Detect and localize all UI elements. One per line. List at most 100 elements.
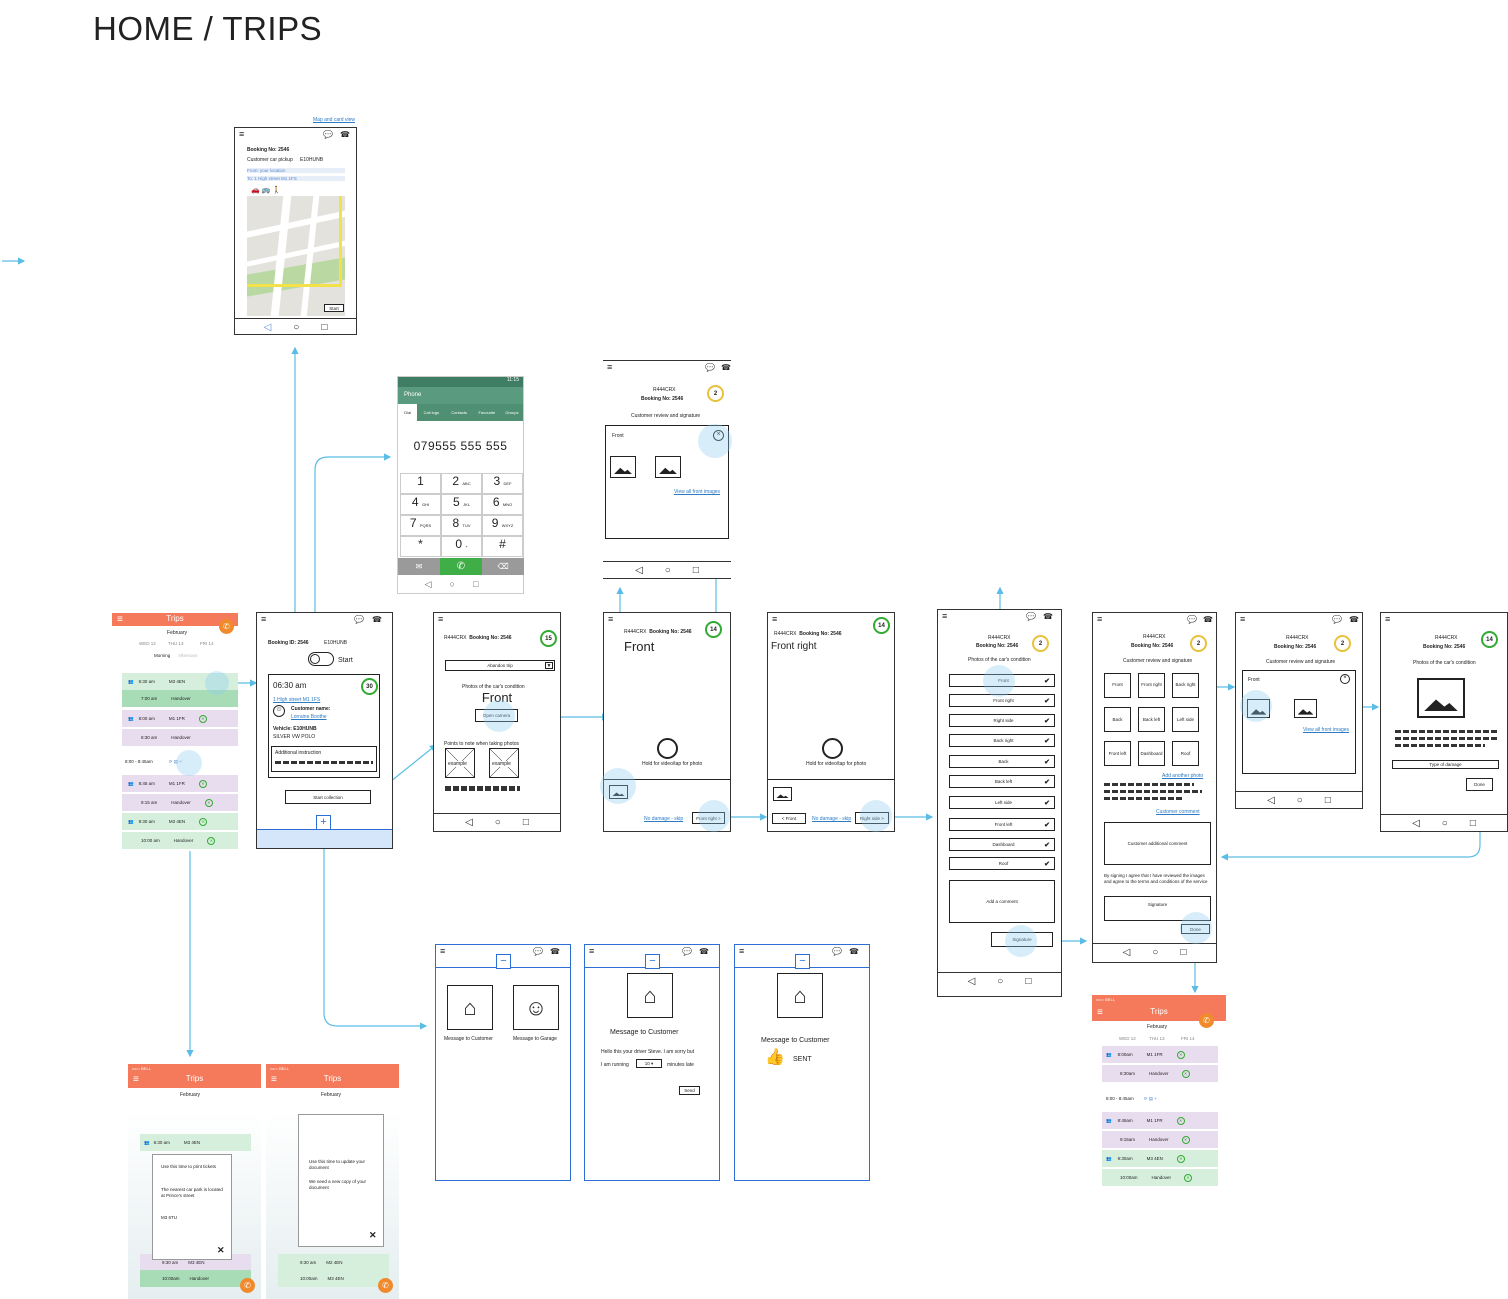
recent-icon[interactable]: □ — [1025, 976, 1032, 987]
chat-icon[interactable]: 💬 — [323, 130, 333, 139]
message-garage-option[interactable]: Message to Garage — [513, 1036, 557, 1042]
phone-icon[interactable]: ☎ — [849, 947, 859, 956]
view-all-front-link[interactable]: View all front images — [674, 489, 721, 495]
photo-thumb-1[interactable] — [610, 456, 636, 478]
chat-icon[interactable]: 💬 — [832, 947, 842, 956]
chat-icon[interactable]: 💬 — [354, 615, 364, 624]
key-star[interactable]: * — [400, 536, 441, 557]
back-icon[interactable]: ◁ — [1412, 818, 1420, 829]
done-button[interactable]: Done — [1466, 778, 1493, 791]
key-9[interactable]: 9 WXYZ — [482, 515, 523, 536]
next-button[interactable]: Front right > — [692, 812, 725, 824]
menu-icon[interactable]: ≡ — [608, 614, 614, 624]
menu-icon[interactable]: ≡ — [438, 614, 444, 624]
sms-button[interactable]: ✉ — [398, 558, 440, 575]
customer-name[interactable]: Lorraine Boothe — [291, 714, 327, 720]
day-thu[interactable]: THU 13 — [168, 641, 184, 646]
day-thu[interactable]: THU 13 — [1149, 1036, 1165, 1041]
send-button[interactable]: Send — [679, 1086, 700, 1095]
chat-icon[interactable]: 💬 — [1332, 615, 1342, 624]
check-item-front-right[interactable]: Front right✔ — [949, 694, 1055, 707]
phone-icon[interactable]: ☎ — [340, 130, 350, 139]
tile-front[interactable]: Front — [1104, 673, 1131, 698]
day-fri[interactable]: FRI 14 — [200, 641, 214, 646]
recent-icon[interactable]: □ — [1324, 795, 1331, 806]
period-morning[interactable]: Morning — [154, 653, 171, 658]
phone-icon[interactable]: ☎ — [372, 615, 382, 624]
skip-link[interactable]: No damage - skip — [644, 816, 684, 822]
key-4[interactable]: 4 GHI — [400, 494, 441, 515]
shutter-button[interactable] — [657, 738, 678, 759]
add-photo-link[interactable]: Add another photo — [1162, 773, 1204, 779]
damage-photo[interactable] — [1417, 678, 1465, 718]
back-icon[interactable]: ◁ — [635, 565, 643, 576]
minutes-input[interactable]: 10 ▾ — [636, 1059, 662, 1068]
key-hash[interactable]: # — [482, 536, 523, 557]
menu-icon[interactable]: ≡ — [942, 611, 948, 621]
mechanic-icon[interactable]: ☺ — [513, 985, 559, 1030]
customer-comment-link[interactable]: Customer comment — [1156, 809, 1200, 815]
photo-thumb-2[interactable] — [655, 456, 681, 478]
call-fab-icon[interactable]: ✆ — [219, 619, 234, 634]
menu-icon[interactable]: ≡ — [1097, 1007, 1103, 1018]
call-fab-icon[interactable]: ✆ — [1199, 1013, 1214, 1028]
phone-icon[interactable]: ☎ — [1043, 612, 1053, 621]
check-item-front-left[interactable]: Front left✔ — [949, 818, 1055, 831]
tile-front-left[interactable]: Front left — [1104, 741, 1131, 766]
route-from[interactable]: From: your location — [247, 168, 345, 173]
view-all-front-link[interactable]: View all front images — [1303, 727, 1350, 733]
menu-icon[interactable]: ≡ — [133, 1074, 139, 1085]
menu-icon[interactable]: ≡ — [607, 362, 613, 372]
key-6[interactable]: 6 MNO — [482, 494, 523, 515]
done-button[interactable]: Done — [1181, 924, 1210, 934]
check-item-back-right[interactable]: Back right✔ — [949, 734, 1055, 747]
menu-icon[interactable]: ≡ — [261, 614, 267, 624]
recent-icon[interactable]: □ — [1469, 818, 1476, 829]
damage-type-select[interactable]: Type of damage — [1392, 760, 1499, 769]
menu-icon[interactable]: ≡ — [239, 129, 245, 139]
tile-front-right[interactable]: Front right — [1138, 673, 1165, 698]
tab-contacts[interactable]: Contacts — [451, 410, 467, 415]
recent-icon[interactable]: □ — [522, 817, 529, 828]
close-icon[interactable]: ✕ — [369, 1230, 377, 1240]
open-camera-button[interactable]: Open camera — [475, 709, 518, 722]
call-fab-icon[interactable]: ✆ — [378, 1278, 393, 1293]
free-slot-row[interactable]: 8:00 - 8:45am⟳ ▤ ⑂ — [1106, 1095, 1158, 1102]
phone-icon[interactable]: ☎ — [1203, 615, 1213, 624]
menu-icon[interactable]: ≡ — [739, 946, 745, 956]
home-icon[interactable]: ○ — [494, 817, 501, 828]
key-2[interactable]: 2 ABC — [441, 473, 482, 494]
back-icon[interactable]: ◁ — [967, 976, 976, 987]
gallery-icon[interactable] — [609, 785, 628, 799]
close-icon[interactable]: × — [1340, 674, 1350, 684]
day-wed[interactable]: WED 12 — [139, 641, 156, 646]
key-3[interactable]: 3 DEF — [482, 473, 523, 494]
minus-icon[interactable]: − — [795, 954, 810, 969]
free-slot-row[interactable]: 8:00 - 8:45am⟳ ▤ ⑂ — [125, 758, 183, 765]
chat-icon[interactable]: 💬 — [1187, 615, 1197, 624]
check-item-dashboard[interactable]: Dashboard✔ — [949, 838, 1055, 851]
phone-icon[interactable]: ☎ — [699, 947, 709, 956]
start-collection-button[interactable]: Start collection — [285, 790, 371, 804]
menu-icon[interactable]: ≡ — [440, 946, 446, 956]
back-icon[interactable]: ◁ — [1267, 795, 1275, 806]
menu-icon[interactable]: ≡ — [1097, 614, 1103, 624]
customer-comment-box[interactable]: Customer additional comment — [1104, 822, 1211, 865]
map-start-button[interactable]: Start — [324, 304, 344, 312]
tile-back[interactable]: Back — [1104, 707, 1131, 732]
day-fri[interactable]: FRI 14 — [1181, 1036, 1195, 1041]
close-icon[interactable]: × — [713, 430, 724, 441]
tile-dashboard[interactable]: Dashboard — [1138, 741, 1165, 766]
gallery-icon[interactable] — [773, 787, 792, 801]
